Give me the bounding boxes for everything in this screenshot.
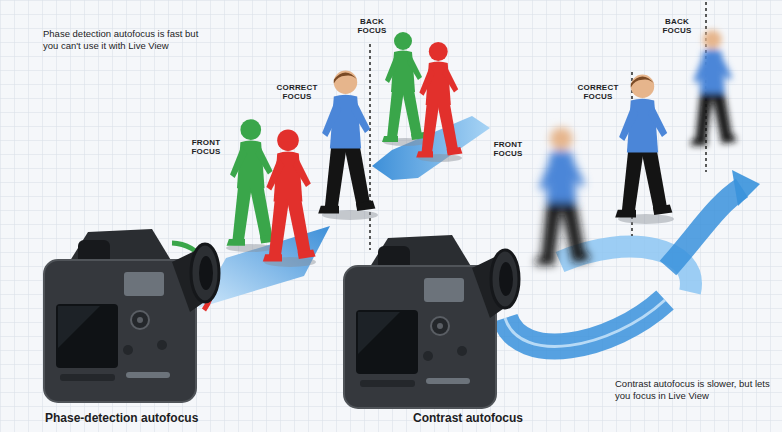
note-text: Contrast autofocus is slower, but lets y… xyxy=(615,378,770,402)
panel-caption: Contrast autofocus xyxy=(413,411,523,426)
contrast-scene xyxy=(344,2,760,408)
focus-label: FRONT FOCUS xyxy=(192,138,221,156)
panel-caption: Phase-detection autofocus xyxy=(45,411,198,426)
focus-label: CORRECT FOCUS xyxy=(578,83,619,101)
focus-label: FRONT FOCUS xyxy=(494,140,523,158)
focus-label: BACK FOCUS xyxy=(358,17,387,35)
note-text: Phase detection autofocus is fast but yo… xyxy=(43,28,215,52)
focus-label: CORRECT FOCUS xyxy=(277,83,318,101)
focus-label: BACK FOCUS xyxy=(663,17,692,35)
